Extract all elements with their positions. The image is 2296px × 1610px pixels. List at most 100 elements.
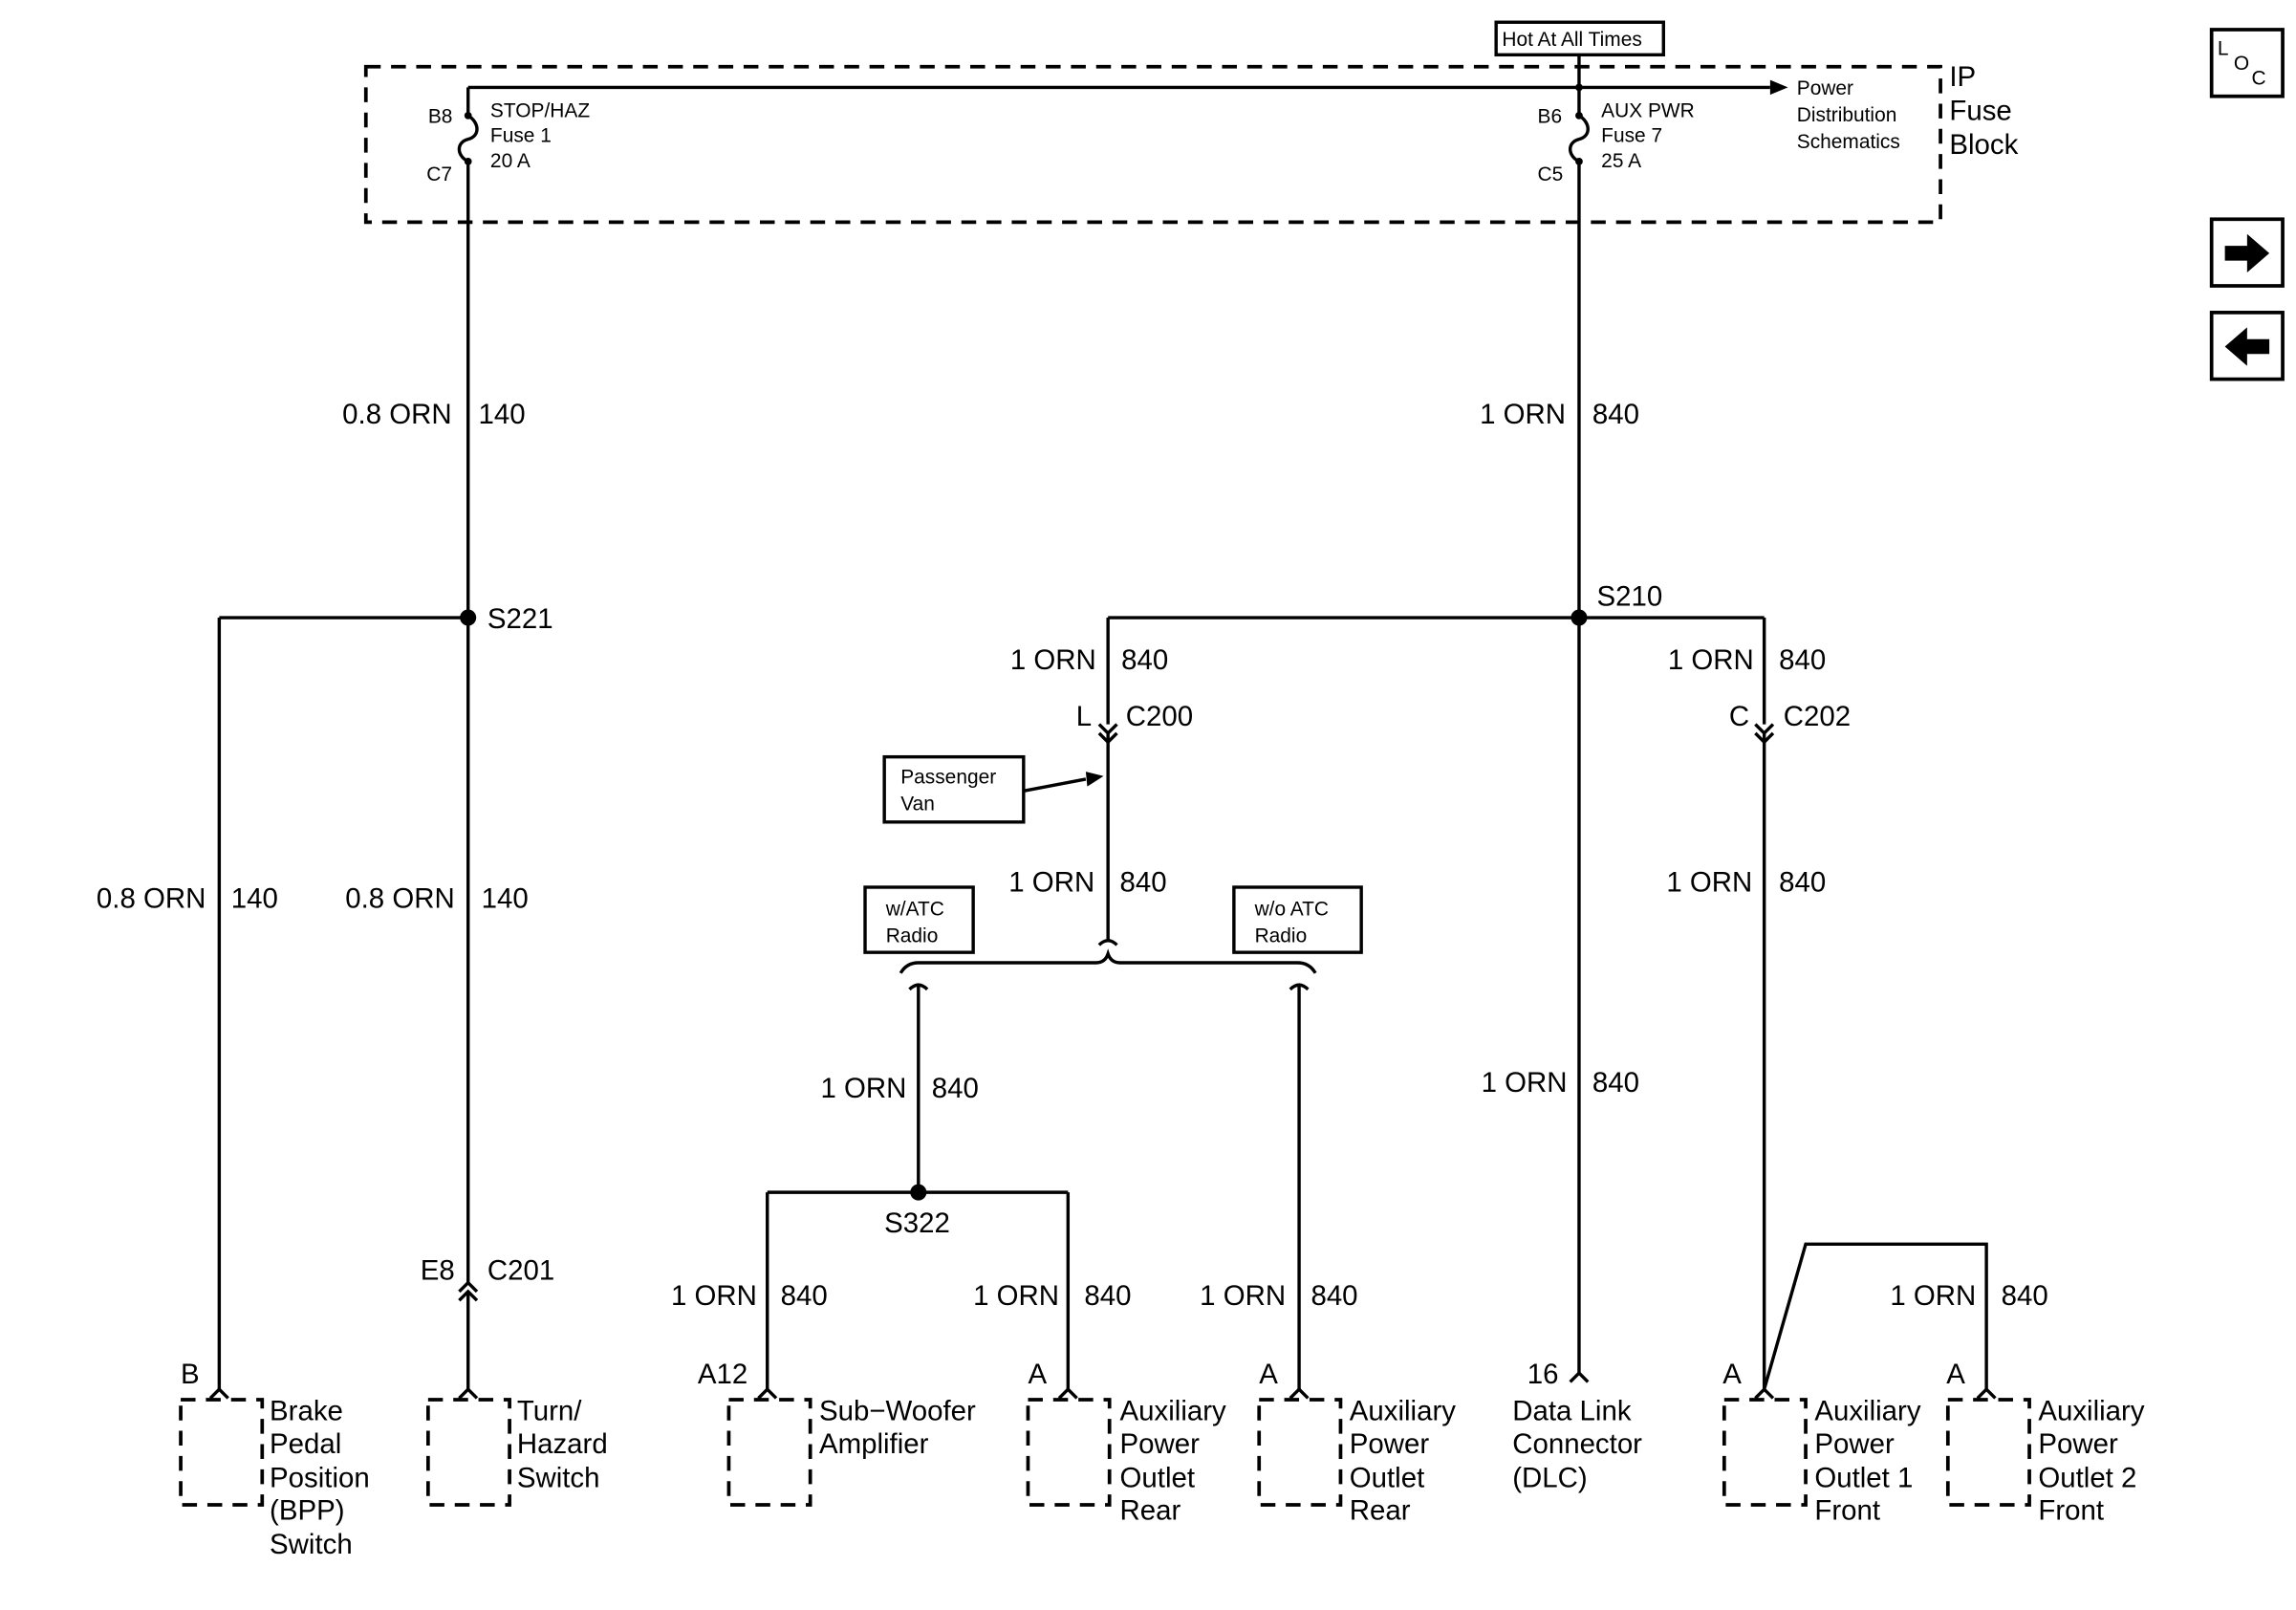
arrow-left-icon [2224, 327, 2270, 366]
aux-rear-1-pin: A [1028, 1359, 1047, 1390]
bus-arrow [1769, 79, 1788, 96]
location-button[interactable]: L O C [2209, 28, 2285, 98]
arrow-right-icon [2224, 233, 2270, 273]
aux-rear-2-box [1257, 1398, 1343, 1507]
ip-fuse-block-outline [363, 64, 1942, 225]
wire-840-e-color: 1 ORN [671, 1280, 757, 1312]
wire-140-a-circuit: 140 [479, 399, 526, 430]
wire-840-k-circuit: 840 [2002, 1280, 2048, 1312]
wire-140-c-circuit: 140 [482, 883, 529, 915]
splice-s221-label: S221 [487, 603, 553, 635]
ip-fuse-block-label-1: IP [1949, 61, 1976, 93]
splice-s322-label: S322 [884, 1208, 950, 1239]
aux-rear-2-label-2: Power [1350, 1428, 1430, 1460]
wire-840-i-color: 1 ORN [1668, 644, 1754, 676]
wire-840-b-color: 1 ORN [1010, 644, 1096, 676]
location-icon-l: L [2218, 37, 2229, 59]
fuse-7-pin-top: B6 [1538, 106, 1563, 128]
w-atc-label-1: w/ATC [885, 898, 944, 920]
ip-fuse-block-label-3: Block [1949, 129, 2018, 161]
aux-front-2-label-4: Front [2038, 1495, 2104, 1527]
turn-label-1: Turn/ [517, 1396, 582, 1427]
aux-front-1-label-3: Outlet 1 [1814, 1462, 1913, 1493]
aux-rear-1-label-3: Outlet [1120, 1462, 1196, 1493]
turn-label-3: Switch [517, 1462, 600, 1493]
wire-840-h-color: 1 ORN [1482, 1067, 1568, 1099]
subwoofer-label-1: Sub−Woofer [819, 1396, 976, 1427]
c200-pin: L [1076, 701, 1092, 732]
passenger-van-arrow [1085, 772, 1104, 787]
bpp-label-2: Pedal [270, 1428, 341, 1460]
splice-s210-label: S210 [1597, 581, 1663, 613]
wire-840-d-circuit: 840 [932, 1073, 979, 1104]
wire-840-f-circuit: 840 [1084, 1280, 1131, 1312]
wire-840-e-circuit: 840 [781, 1280, 828, 1312]
aux-rear-2-label-3: Outlet [1350, 1462, 1425, 1493]
next-page-button[interactable] [2209, 217, 2285, 288]
dlc-pin: 16 [1527, 1359, 1559, 1390]
wire-840-i-circuit: 840 [1779, 644, 1826, 676]
c202-pin: C [1729, 701, 1749, 732]
aux-rear-2-label-4: Rear [1350, 1495, 1411, 1527]
fuse-1-symbol [457, 114, 479, 163]
bpp-switch-box [179, 1398, 265, 1507]
fuse-1-pin-top: B8 [428, 106, 453, 128]
c201-pin: E8 [421, 1255, 455, 1287]
passenger-van-label-1: Passenger [900, 767, 996, 789]
wo-atc-label-1: w/o ATC [1254, 898, 1329, 920]
fuse-7-symbol [1568, 114, 1590, 163]
bpp-label-4: (BPP) [270, 1495, 344, 1527]
location-icon-o: O [2234, 53, 2249, 75]
wire-840-d-color: 1 ORN [820, 1073, 906, 1104]
wire-840-c-circuit: 840 [1120, 867, 1167, 899]
turn-hazard-switch-box [425, 1398, 511, 1507]
aux-rear-1-label-1: Auxiliary [1120, 1396, 1226, 1427]
wire-840-c-color: 1 ORN [1008, 867, 1094, 899]
w-atc-radio-box [863, 885, 975, 954]
bpp-label-3: Position [270, 1462, 370, 1493]
aux-rear-1-label-2: Power [1120, 1428, 1201, 1460]
fuse-7-pin-bottom: C5 [1538, 163, 1564, 185]
aux-rear-2-pin: A [1259, 1359, 1278, 1390]
wo-atc-radio-box [1232, 885, 1363, 954]
aux-rear-1-box [1026, 1398, 1112, 1507]
previous-page-button[interactable] [2209, 311, 2285, 381]
aux-rear-1-label-4: Rear [1120, 1495, 1181, 1527]
turn-label-2: Hazard [517, 1428, 608, 1460]
aux-rear-2-label-1: Auxiliary [1350, 1396, 1456, 1427]
bpp-label-1: Brake [270, 1396, 343, 1427]
fuse-1-label-1: STOP/HAZ [490, 99, 590, 121]
c200-name: C200 [1126, 701, 1193, 732]
c201-name: C201 [487, 1255, 554, 1287]
aux-front-1-label-1: Auxiliary [1814, 1396, 1920, 1427]
passenger-van-box [882, 754, 1026, 824]
option-bracket [899, 939, 1317, 974]
aux-front-2-label-3: Outlet 2 [2038, 1462, 2136, 1493]
dlc-label-1: Data Link [1512, 1396, 1632, 1427]
wire-840-h-circuit: 840 [1592, 1067, 1639, 1099]
hot-at-all-times-label: Hot At All Times [1502, 29, 1641, 51]
wire-140-a-color: 0.8 ORN [342, 399, 451, 430]
wire-840-f-color: 1 ORN [973, 1280, 1059, 1312]
power-distribution-1: Power [1797, 77, 1853, 99]
power-distribution-2: Distribution [1797, 104, 1897, 126]
wo-atc-label-2: Radio [1255, 925, 1308, 946]
aux-front-1-box [1722, 1398, 1808, 1507]
fuse-1-label-2: Fuse 1 [490, 125, 552, 147]
aux-front-2-box [1945, 1398, 2031, 1507]
bpp-pin: B [181, 1359, 200, 1390]
aux-front-2-pin: A [1946, 1359, 1965, 1390]
aux-front-2-label-1: Auxiliary [2038, 1396, 2144, 1427]
aux-front-1-label-2: Power [1814, 1428, 1895, 1460]
power-distribution-3: Schematics [1797, 131, 1900, 153]
wire-140-c-color: 0.8 ORN [345, 883, 454, 915]
wire-840-g-circuit: 840 [1310, 1280, 1357, 1312]
wire-840-a-color: 1 ORN [1480, 399, 1566, 430]
fuse-7-label-2: Fuse 7 [1601, 125, 1662, 147]
bpp-label-5: Switch [270, 1529, 353, 1560]
fuse-7-label-3: 25 A [1601, 150, 1641, 172]
fuse-7-label-1: AUX PWR [1601, 99, 1695, 121]
subwoofer-pin: A12 [698, 1359, 747, 1390]
aux-front-2-label-2: Power [2038, 1428, 2118, 1460]
